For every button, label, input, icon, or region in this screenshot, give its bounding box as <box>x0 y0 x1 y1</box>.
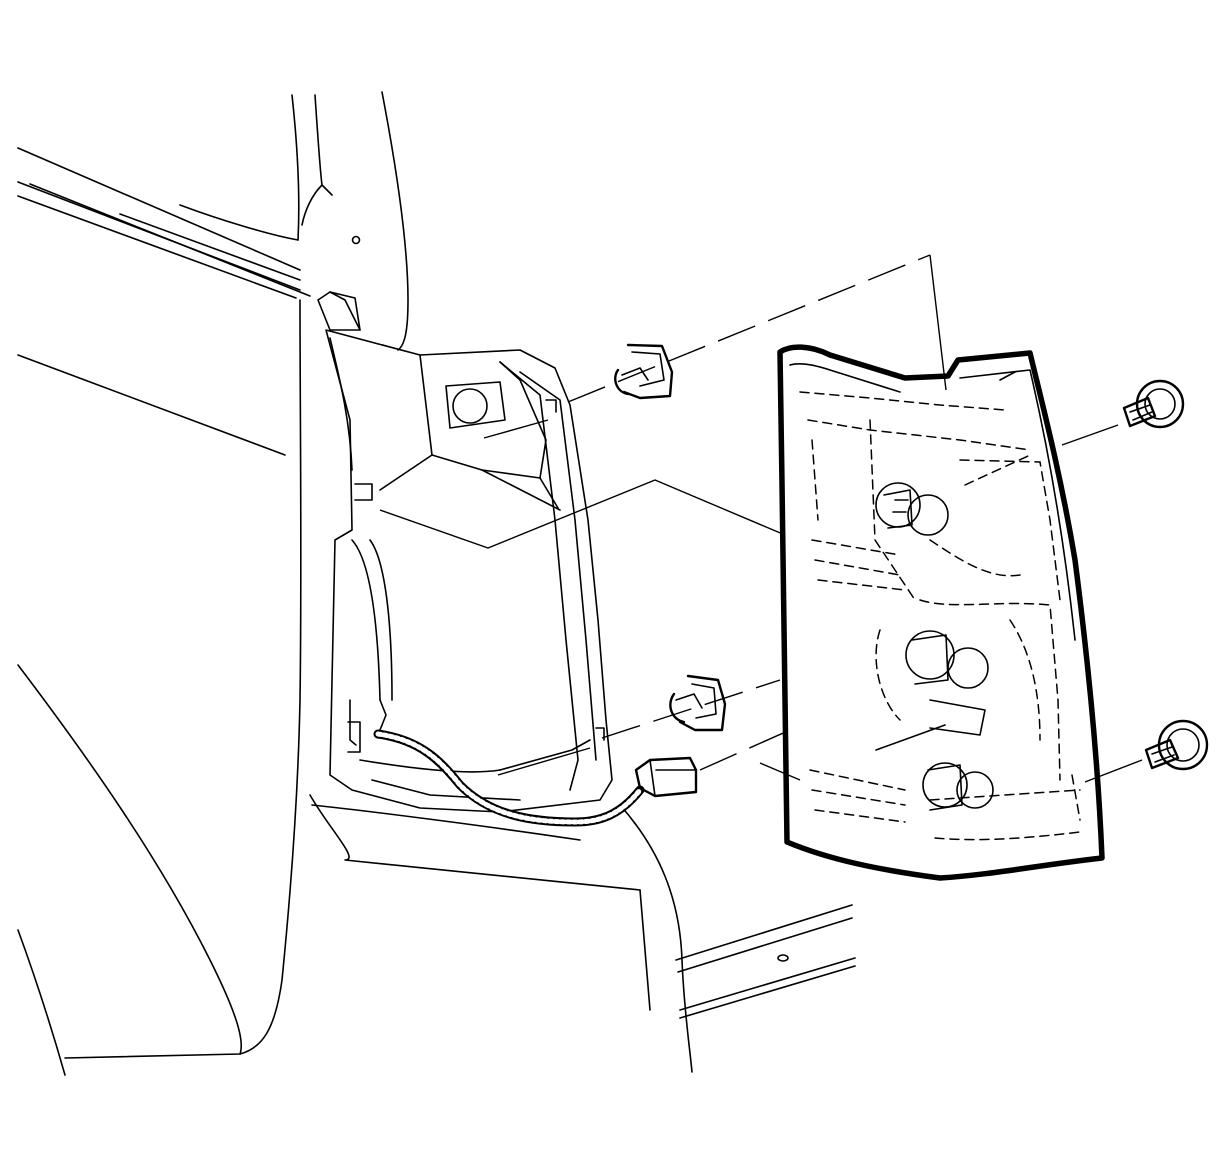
vehicle-body-panel <box>17 91 409 1076</box>
tail-lamp-assembly <box>777 344 1105 881</box>
lower-retainer-clip <box>669 674 727 732</box>
lower-bulb <box>922 762 994 811</box>
upper-screw <box>1122 379 1185 429</box>
upper-retainer-clip <box>614 343 674 400</box>
alignment-leader-lines <box>379 254 1143 783</box>
harness-connector <box>634 756 698 798</box>
tail-lamp-pocket <box>325 329 613 813</box>
lower-screw <box>1144 719 1209 771</box>
upper-bulb <box>875 482 949 536</box>
middle-bulb <box>875 630 989 751</box>
rear-bumper <box>309 794 856 1073</box>
wiring-harness <box>373 729 645 827</box>
